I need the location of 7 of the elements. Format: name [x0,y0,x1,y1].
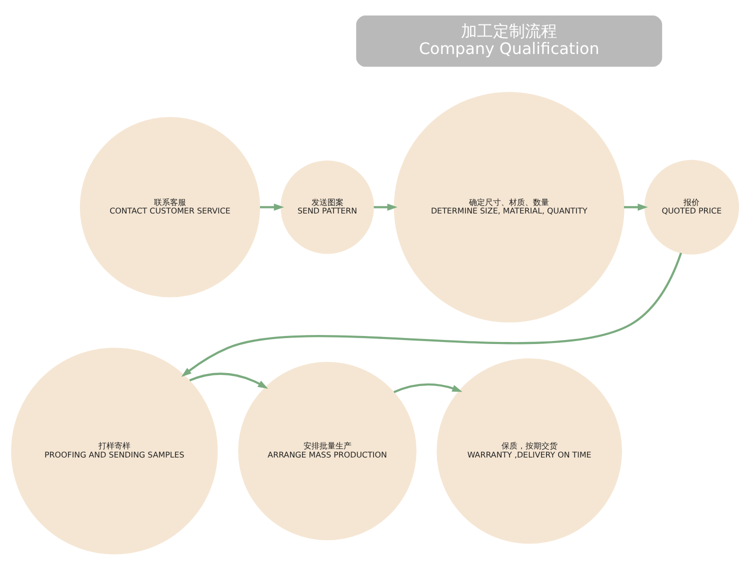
arrow [394,382,462,393]
arrow [181,252,682,376]
node-box: 加工定制流程 Company Qualification [356,15,662,66]
arrow [260,203,284,210]
arrow [189,372,268,388]
arrow [624,203,648,210]
arrow [374,203,398,210]
